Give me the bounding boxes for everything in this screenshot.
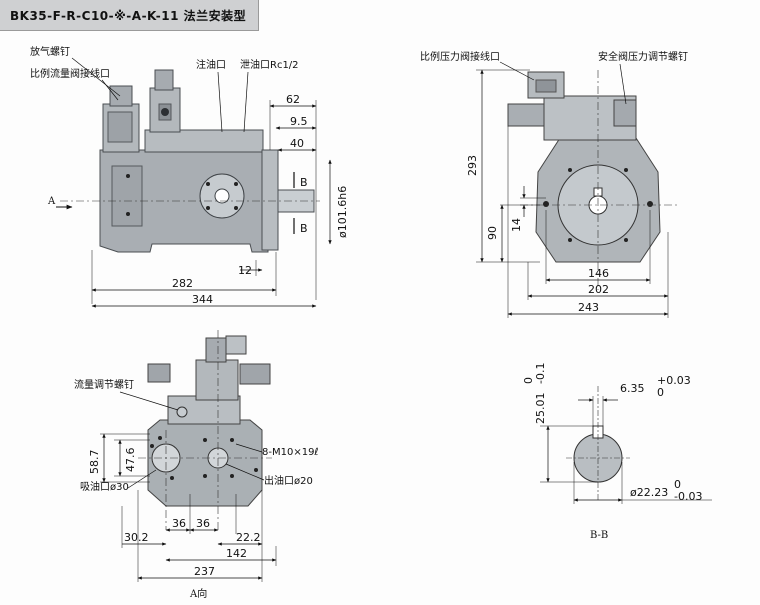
outlet-port-label: 出油口ø20 [264,474,313,487]
dim-142: 142 [226,547,247,560]
section-b-bottom: B [300,222,308,235]
dim-36b: 36 [196,517,210,530]
flange-plate [261,149,279,251]
dim-40: 40 [290,137,304,150]
dim-282: 282 [172,277,193,290]
dim-202: 202 [588,283,609,296]
key-width-tol-bot: 0 [657,386,664,399]
dim-90: 90 [486,226,499,240]
bleed-screw-label: 放气螺钉 [30,45,70,58]
oil-inlet-label: 注油口 [196,58,226,71]
dim-146: 146 [588,267,609,280]
front-view: 比例压力阀接线口 安全阀压力调节螺钉 293 90 14 146 202 [420,50,688,318]
dim-344: 344 [192,293,213,306]
section-b-b: 6.35 +0.03 0 25.01 0 -0.1 ø22.23 0 -0.03… [522,363,712,541]
shaft-dia-tol-top: 0 [674,478,681,491]
dim-47-6: 47.6 [124,448,137,473]
dim-58-7: 58.7 [88,450,101,475]
key-width-tol-top: +0.03 [657,374,691,387]
dim-22-2: 22.2 [236,531,261,544]
dim-30-2: 30.2 [124,531,149,544]
prop-flow-port-label: 比例流量阀接线口 [30,67,110,80]
flow-adjust-screw-label: 流量调节螺钉 [74,378,134,391]
side-view: A 放气螺钉 比例流量阀接线口 注油口 泄油口Rc1/2 62 9.5 40 B… [30,45,349,308]
key-height: 25.01 [534,393,547,425]
key-height-tol-bot: -0.1 [534,363,547,384]
pump-upper-block [144,129,264,153]
prop-pressure-port-label: 比例压力阀接线口 [420,50,500,63]
dim-9-5: 9.5 [290,115,308,128]
dim-12: 12 [238,264,252,277]
section-label: B-B [590,530,608,541]
bolts-label: 8-M10×19ℓ [262,447,319,458]
key-height-tol-top: 0 [522,377,535,384]
suction-port-label: 吸油口ø30 [80,480,129,493]
dim-36a: 36 [172,517,186,530]
shaft-dia-tol-bot: -0.03 [674,490,702,503]
drawing-title: BK35-F-R-C10-※-A-K-11 法兰安装型 [10,9,247,23]
view-a-caption: A向 [189,587,207,600]
section-b-top: B [300,176,308,189]
relief-adjust-screw-label: 安全阀压力调节螺钉 [598,50,688,63]
title-tab: BK35-F-R-C10-※-A-K-11 法兰安装型 [0,0,259,31]
bottom-view: 流量调节螺钉 吸油口ø30 8-M10×19ℓ 出油口ø20 58.7 47.6 [74,330,319,600]
key-width: 6.35 [620,382,645,395]
dim-293: 293 [466,155,479,176]
dim-14: 14 [510,218,523,232]
dim-243: 243 [578,301,599,314]
dim-shaft-dia: ø101.6h6 [336,186,349,238]
shaft-dia: ø22.23 [630,486,668,499]
dim-237: 237 [194,565,215,578]
drain-port-label: 泄油口Rc1/2 [240,58,299,71]
bottom-upper-block [195,359,239,401]
dim-62: 62 [286,93,300,106]
view-a-label: A [47,196,56,207]
